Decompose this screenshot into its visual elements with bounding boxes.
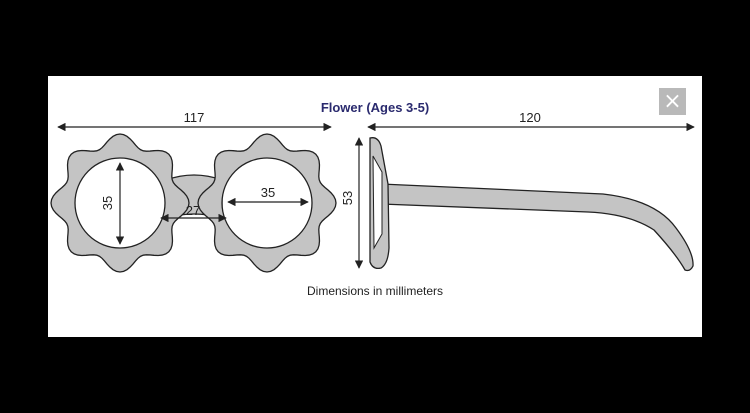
temple-length-label: 120 <box>519 110 541 125</box>
right-lens-frame <box>197 133 337 273</box>
modal-title: Flower (Ages 3-5) <box>320 100 430 115</box>
lens-height-label: 35 <box>100 196 115 210</box>
units-caption: Dimensions in millimeters <box>306 284 444 298</box>
close-button[interactable]: × <box>659 88 686 115</box>
left-flower-outline <box>50 133 190 273</box>
glasses-diagram: 117 35 35 27 53 120 <box>50 110 695 273</box>
bridge-label: 27 <box>186 203 200 218</box>
lens-width-label: 35 <box>261 185 275 200</box>
frame-width-label: 117 <box>184 110 205 125</box>
side-lens <box>372 155 383 250</box>
temple-arm <box>380 183 694 272</box>
diagram-modal: Flower (Ages 3-5) × 117 35 35 27 <box>48 76 702 337</box>
frame-height-label: 53 <box>340 191 355 205</box>
left-lens-frame <box>50 133 190 273</box>
right-flower-outline <box>197 133 337 273</box>
